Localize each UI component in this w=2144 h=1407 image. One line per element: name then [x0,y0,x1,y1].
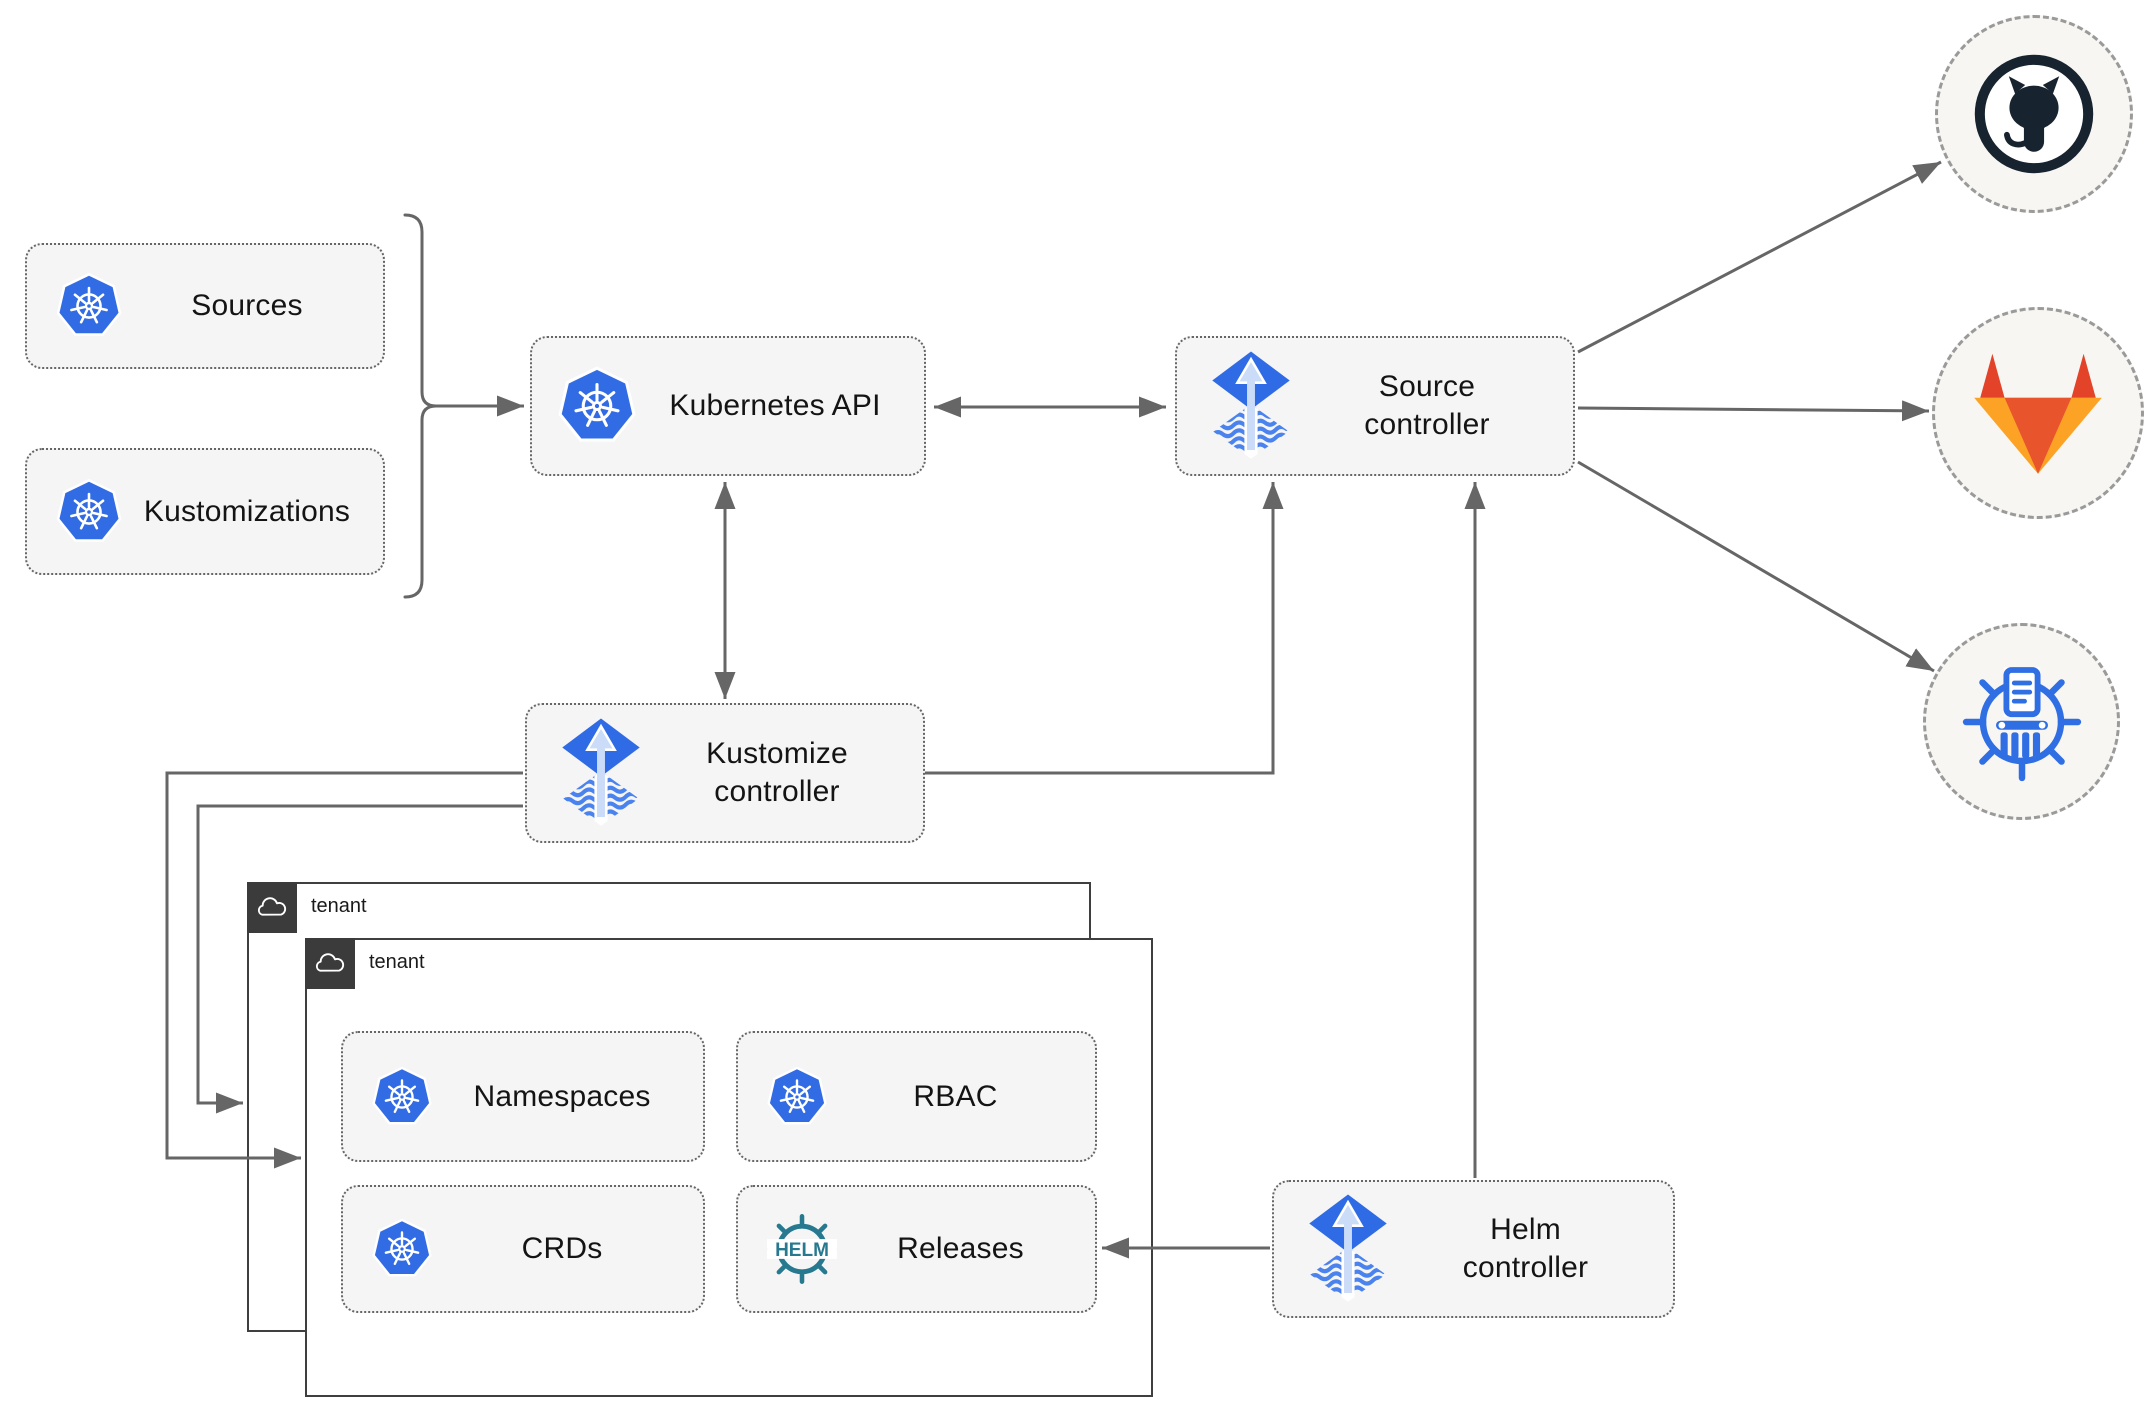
helm-logo-text: HELM [775,1240,829,1261]
tenant-back-header [247,882,297,933]
node-kustomizations: Kustomizations [25,448,385,575]
kubernetes-icon [369,1064,435,1130]
helm-icon: HELM [764,1211,840,1287]
github-icon [1971,51,2097,177]
bracket-sources-group [403,213,437,599]
tenant-front-header [305,938,355,989]
node-rbac: RBAC [736,1031,1097,1162]
node-crds-label: CRDs [521,1232,603,1265]
node-kustomize-controller-label: Kustomize controller [706,737,848,808]
node-kubernetes-api: Kubernetes API [530,336,926,476]
node-kubernetes-api-label: Kubernetes API [669,389,881,422]
tenant-front-label: tenant [369,951,425,973]
kubernetes-icon [53,270,125,342]
cloud-icon [314,952,346,976]
kubernetes-icon [554,363,640,449]
endpoint-github [1935,15,2133,213]
cloud-icon [256,896,288,920]
arrow-source-github [1577,160,1942,354]
node-namespaces: Namespaces [341,1031,705,1162]
arrow-source-gitlab [1577,400,1930,422]
node-source-controller: Source controller [1175,336,1575,476]
node-helm-controller-label: Helm controller [1462,1213,1589,1284]
flux-icon [1304,1194,1392,1304]
node-sources: Sources [25,243,385,369]
kubernetes-icon [369,1216,435,1282]
tenant-container-front: tenant [305,938,1153,1397]
gitlab-icon [1962,346,2114,480]
arrow-kustomize-source [925,482,1284,775]
endpoint-chartmuseum [1923,623,2120,820]
kubernetes-icon [764,1064,830,1130]
kubernetes-icon [53,476,125,548]
node-source-controller-label: Source controller [1364,370,1490,441]
node-kustomize-controller: Kustomize controller [525,703,925,843]
node-helm-controller: Helm controller [1272,1180,1675,1318]
node-sources-label: Sources [191,289,303,322]
node-crds: CRDs [341,1185,705,1313]
endpoint-gitlab [1932,307,2144,519]
node-releases-label: Releases [897,1232,1024,1265]
tenant-back-label: tenant [311,895,367,917]
chartmuseum-icon [1957,657,2087,787]
node-kustomizations-label: Kustomizations [143,494,351,528]
arrow-source-chartmuseum [1577,460,1935,673]
flux-icon [557,718,645,828]
node-namespaces-label: Namespaces [473,1079,651,1113]
node-releases: HELM Releases [736,1185,1097,1313]
node-rbac-label: RBAC [913,1079,998,1113]
flux-icon [1207,351,1295,461]
